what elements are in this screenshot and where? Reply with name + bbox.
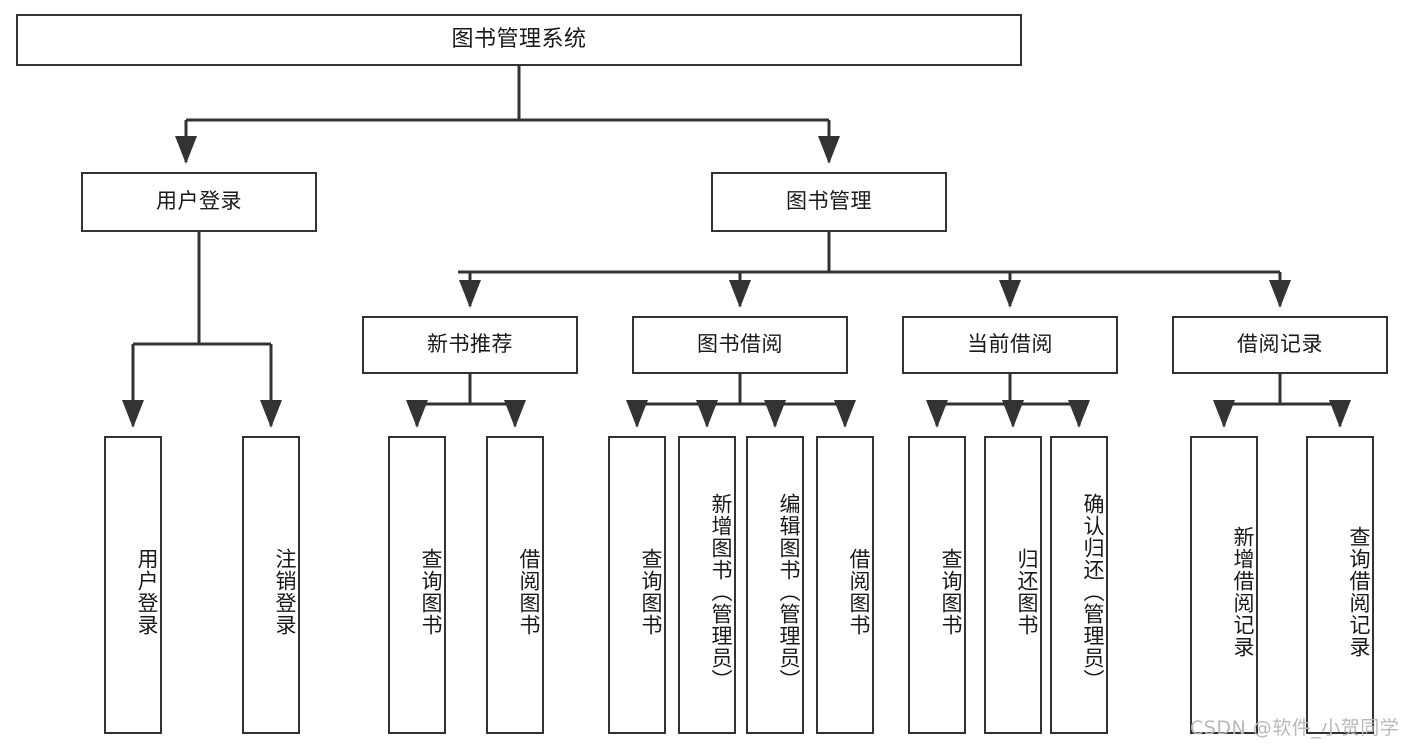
- leaf-borrow-add-book-label: 新增图书（管理员）: [709, 493, 733, 691]
- node-new-book-recommend-label: 新书推荐: [427, 332, 513, 357]
- node-book-manage[interactable]: 图书管理: [711, 172, 947, 232]
- node-root[interactable]: 图书管理系统: [16, 14, 1022, 66]
- leaf-borrow-add-book[interactable]: 新增图书（管理员）: [678, 436, 736, 734]
- node-user-login-label: 用户登录: [156, 189, 242, 214]
- leaf-current-query-book-label: 查询图书: [939, 548, 963, 636]
- leaf-record-add-record[interactable]: 新增借阅记录: [1190, 436, 1258, 734]
- leaf-recommend-query-book[interactable]: 查询图书: [388, 436, 446, 734]
- leaf-borrow-borrow-book[interactable]: 借阅图书: [816, 436, 874, 734]
- leaf-user-logout-label: 注销登录: [273, 548, 297, 636]
- leaf-current-query-book[interactable]: 查询图书: [908, 436, 966, 734]
- leaf-borrow-query-book[interactable]: 查询图书: [608, 436, 666, 734]
- leaf-user-logout[interactable]: 注销登录: [242, 436, 300, 734]
- leaf-recommend-borrow-book-label: 借阅图书: [517, 548, 541, 636]
- node-current-borrow[interactable]: 当前借阅: [902, 316, 1118, 374]
- node-borrow-record-label: 借阅记录: [1237, 332, 1323, 357]
- leaf-borrow-edit-book-label: 编辑图书（管理员）: [777, 493, 801, 691]
- leaf-record-add-record-label: 新增借阅记录: [1231, 526, 1255, 658]
- leaf-borrow-edit-book[interactable]: 编辑图书（管理员）: [746, 436, 804, 734]
- node-new-book-recommend[interactable]: 新书推荐: [362, 316, 578, 374]
- node-user-login[interactable]: 用户登录: [81, 172, 317, 232]
- leaf-current-confirm-return-label: 确认归还（管理员）: [1081, 493, 1105, 691]
- leaf-current-return-book[interactable]: 归还图书: [984, 436, 1042, 734]
- node-root-label: 图书管理系统: [451, 26, 587, 52]
- leaf-record-query-record-label: 查询借阅记录: [1347, 526, 1371, 658]
- leaf-borrow-borrow-book-label: 借阅图书: [847, 548, 871, 636]
- node-book-borrow[interactable]: 图书借阅: [632, 316, 848, 374]
- node-current-borrow-label: 当前借阅: [967, 332, 1053, 357]
- leaf-borrow-query-book-label: 查询图书: [639, 548, 663, 636]
- node-book-borrow-label: 图书借阅: [697, 332, 783, 357]
- leaf-recommend-borrow-book[interactable]: 借阅图书: [486, 436, 544, 734]
- leaf-current-confirm-return[interactable]: 确认归还（管理员）: [1050, 436, 1108, 734]
- leaf-record-query-record[interactable]: 查询借阅记录: [1306, 436, 1374, 734]
- node-book-manage-label: 图书管理: [786, 189, 872, 214]
- node-borrow-record[interactable]: 借阅记录: [1172, 316, 1388, 374]
- leaf-user-login-label: 用户登录: [135, 548, 159, 636]
- leaf-recommend-query-book-label: 查询图书: [419, 548, 443, 636]
- leaf-current-return-book-label: 归还图书: [1015, 548, 1039, 636]
- leaf-user-login[interactable]: 用户登录: [104, 436, 162, 734]
